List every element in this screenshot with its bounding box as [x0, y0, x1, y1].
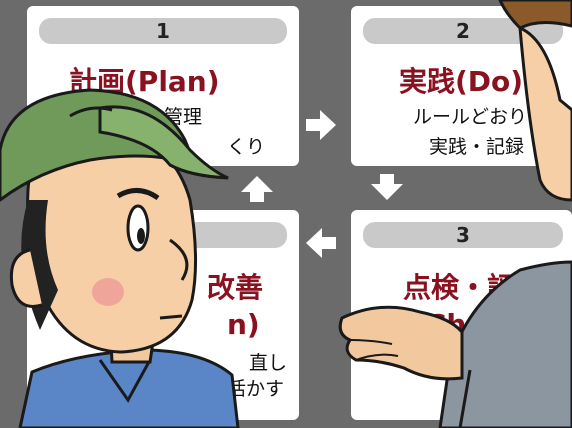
plan-step-number: 1: [39, 18, 287, 44]
act-line-1: 直し: [249, 352, 288, 374]
act-title: 改善: [207, 271, 264, 304]
do-title: 実践(Do): [399, 65, 524, 98]
plan-line-2: くり: [227, 136, 266, 158]
act-line-3: 活かす: [227, 378, 285, 400]
arrow-right-icon: [306, 110, 336, 140]
act-title-2: n): [227, 308, 260, 341]
arrow-left-icon: [306, 228, 336, 258]
arrow-up-icon: [241, 176, 273, 202]
check-step-number: 3: [363, 222, 563, 248]
do-line-2: 実践・記録: [429, 136, 525, 158]
arrow-down-icon: [371, 174, 403, 200]
do-line-1: ルールどおり: [413, 106, 528, 128]
